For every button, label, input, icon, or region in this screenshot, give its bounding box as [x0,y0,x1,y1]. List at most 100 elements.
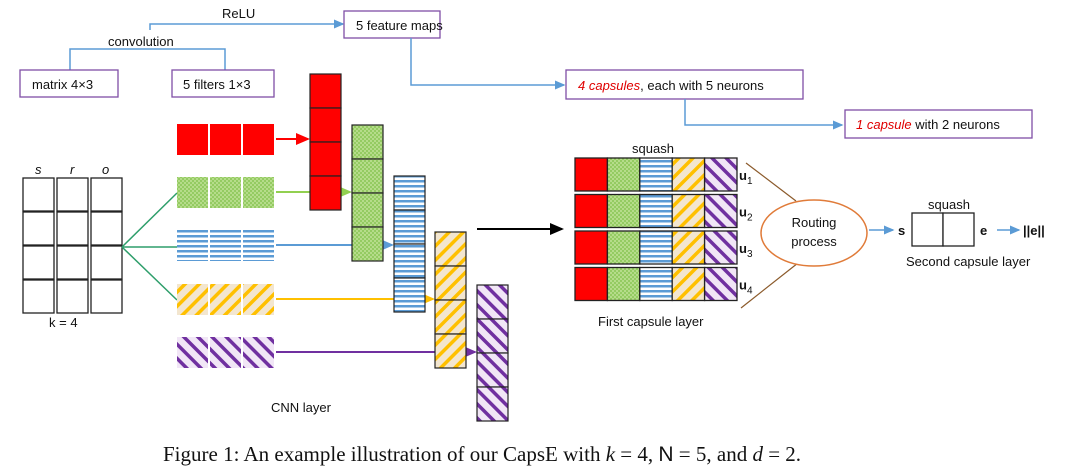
caption-prefix: Figure 1: An example illustration of our… [163,442,606,466]
relu-label: ReLU [222,6,255,21]
filters-box [171,69,275,98]
feature-map-orange-cell [434,299,467,335]
filter-purple-cell [243,337,274,368]
matrix-cell [56,211,89,246]
feature-map-green-cell [351,158,384,194]
col-label-s: s [35,162,42,177]
convolution-bracket [69,48,226,70]
flow-chart: convolution ReLU matrix 4×3 5 filters 1×… [19,6,1033,139]
capsule-4-neuron [639,266,673,302]
feature-map-red-cell [309,141,342,177]
matrix-box [19,69,119,98]
matrix-cell [22,245,55,280]
output-neuron-1 [911,212,944,247]
primary-capsules-label: 4 capsules, each with 5 neurons [578,78,764,93]
capsule-1-neuron [574,157,609,192]
norm-label: ||e|| [1023,223,1045,238]
feature-map-red-cell [309,175,342,211]
feature-map-blue-cell [393,277,426,313]
first-capsule-layer-label: First capsule layer [598,314,704,329]
matrix-cell [90,177,123,212]
filters-box-label: 5 filters 1×3 [183,77,251,92]
filter-green-cell [210,177,241,208]
capsule-3-neuron [671,230,706,265]
capsule-2-neuron [671,193,706,229]
capsule-label-u2: u2 [739,205,753,224]
matrix-to-filter-lines [121,192,178,301]
capsule-subscript: 4 [747,286,753,297]
capsule-2-neuron [703,193,738,229]
filter-blue-cell [177,230,208,261]
filter-red-cell [177,124,208,155]
matrix-cell [90,245,123,280]
relu-arrow [149,19,345,30]
feature-map-purple-cell [476,352,509,388]
feature-map-green-cell [351,192,384,228]
s-label: s [898,223,905,238]
output-capsule-rest: with 2 neurons [912,117,1001,132]
filter-green-cell [177,177,208,208]
capsule-label-u3: u3 [739,241,753,260]
output-capsule-box [844,109,1033,139]
cnn-filters [177,124,274,368]
second-capsule-layer-label: Second capsule layer [906,254,1031,269]
filter-orange-cell [243,284,274,315]
input-matrix: s r o k = 4 [22,162,123,330]
feature-map-blue-cell [393,175,426,211]
capsule-3-neuron [639,230,673,265]
matrix-cell [22,279,55,314]
feature-maps [276,73,509,422]
feature-map-purple-cell [476,386,509,422]
capsule-4-neuron [606,266,641,302]
capsules-to-capsule-arrow [684,99,844,130]
primary-capsules-rest: , each with 5 neurons [640,78,764,93]
output-capsule-emphasis: 1 capsule [856,117,912,132]
capsule-1-neuron [671,157,706,192]
feature-map-purple-cell [476,318,509,354]
capsule-2-neuron [639,193,673,229]
routing-line2: process [791,234,837,249]
matrix-box-label: matrix 4×3 [32,77,93,92]
feature-map-green-cell [351,124,384,160]
output-capsule-label: 1 capsule with 2 neurons [856,117,1000,132]
col-label-o: o [102,162,109,177]
second-squash-label: squash [928,197,970,212]
capsule-1-neuron [639,157,673,192]
feature-to-capsules-arrow [410,38,566,90]
filter-red-cell [243,124,274,155]
feature-map-orange-cell [434,231,467,267]
capsule-4-neuron [703,266,738,302]
routing-line1: Routing [792,215,837,230]
caption-k-val: = 4, [615,442,658,466]
caption-n-val: = 5, and [674,442,753,466]
filter-purple-cell [177,337,208,368]
first-squash-label: squash [632,141,674,156]
caption-k: k [606,442,616,466]
capsule-subscript: 1 [747,176,753,187]
feature-map-orange-cell [434,333,467,369]
capsule-label-u4: u4 [739,278,753,297]
cnn-layer-label: CNN layer [271,400,332,415]
filter-blue-cell [210,230,241,261]
matrix-cell [56,245,89,280]
filter-blue-cell [243,230,274,261]
capsule-2-neuron [574,193,609,229]
routing-process-ellipse [760,199,868,267]
capsule-2-neuron [606,193,641,229]
filter-orange-cell [177,284,208,315]
caption-n: N [658,443,673,466]
matrix-cell [90,211,123,246]
col-label-r: r [70,162,75,177]
capsule-subscript: 3 [747,249,753,260]
routing-line-top [745,162,797,202]
feature-maps-label: 5 feature maps [356,18,443,33]
capsule-4-neuron [671,266,706,302]
feature-map-blue-cell [393,243,426,279]
capsule-4-neuron [574,266,609,302]
matrix-cell [90,279,123,314]
capsule-3-neuron [574,230,609,265]
feature-map-blue-cell [393,209,426,245]
line-to-orange [121,246,178,301]
capsule-1-neuron [606,157,641,192]
routing-line-bottom [740,262,799,309]
